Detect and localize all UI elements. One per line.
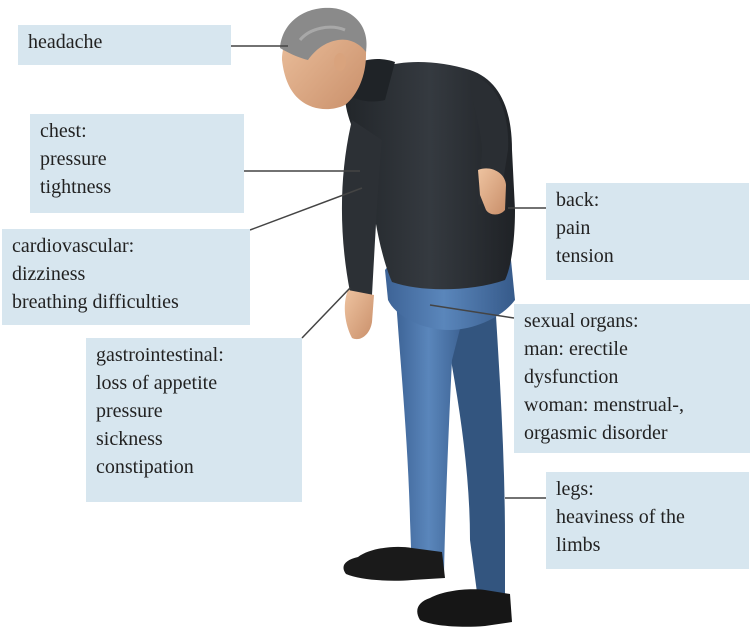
chest-label: chest: pressure tightness — [30, 114, 244, 213]
right-shoe — [417, 589, 512, 626]
gastrointestinal-symptom: pressure — [96, 397, 292, 425]
legs-symptom: heaviness of the — [556, 503, 739, 531]
gastrointestinal-symptom: constipation — [96, 453, 292, 481]
chest-title: chest: — [40, 117, 234, 145]
legs-title: legs: — [556, 475, 739, 503]
leader-gastrointestinal — [302, 288, 350, 338]
left-arm — [342, 120, 382, 295]
headache-title: headache — [28, 28, 221, 56]
sexual-organs-title: sexual organs: — [524, 307, 740, 335]
cardiovascular-symptom: dizziness — [12, 260, 240, 288]
gastrointestinal-symptom: loss of appetite — [96, 369, 292, 397]
back-title: back: — [556, 186, 739, 214]
back-label: back: pain tension — [546, 183, 749, 280]
gastrointestinal-label: gastrointestinal: loss of appetite press… — [86, 338, 302, 502]
cardiovascular-title: cardiovascular: — [12, 232, 240, 260]
cardiovascular-label: cardiovascular: dizziness breathing diff… — [2, 229, 250, 325]
headache-label: headache — [18, 25, 231, 65]
gastrointestinal-symptom: sickness — [96, 425, 292, 453]
cardiovascular-symptom: breathing difficulties — [12, 288, 240, 316]
left-hand — [345, 290, 374, 339]
legs-symptom: limbs — [556, 531, 739, 559]
sexual-organs-symptom: orgasmic disorder — [524, 419, 740, 447]
sexual-organs-symptom: woman: menstrual-, — [524, 391, 740, 419]
sexual-organs-symptom: dysfunction — [524, 363, 740, 391]
chest-symptom: pressure — [40, 145, 234, 173]
chest-symptom: tightness — [40, 173, 234, 201]
legs-label: legs: heaviness of the limbs — [546, 472, 749, 569]
left-shoe — [343, 547, 445, 581]
gastrointestinal-title: gastrointestinal: — [96, 341, 292, 369]
sexual-organs-label: sexual organs: man: erectile dysfunction… — [514, 304, 750, 453]
sexual-organs-symptom: man: erectile — [524, 335, 740, 363]
back-symptom: pain — [556, 214, 739, 242]
back-symptom: tension — [556, 242, 739, 270]
